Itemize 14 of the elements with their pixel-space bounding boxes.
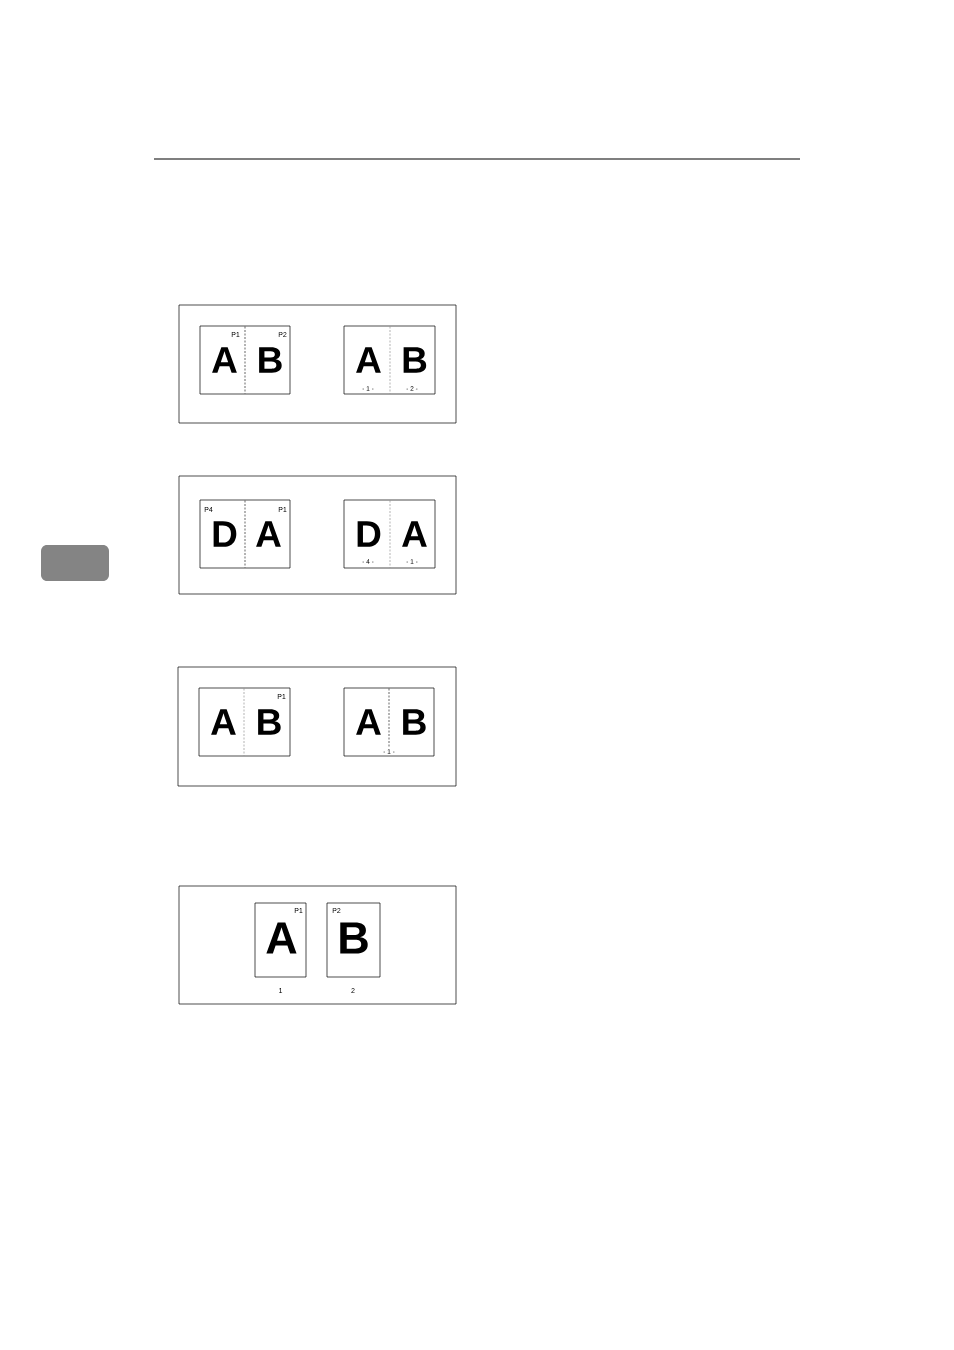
page-letter: A <box>256 521 281 547</box>
page-letter: A <box>402 521 427 547</box>
page-letter: B <box>403 709 426 735</box>
page-letter: D <box>357 521 381 547</box>
page-letter: A <box>211 709 236 735</box>
page-letter: B <box>340 922 368 954</box>
page-letter: A <box>356 709 381 735</box>
page-letter: B <box>259 347 282 373</box>
page-letter: A <box>212 347 237 373</box>
page-letter: B <box>403 347 427 373</box>
page-letter: A <box>356 347 381 373</box>
page-letter: B <box>258 709 281 735</box>
page-letter: A <box>266 922 297 954</box>
page-letter: D <box>213 521 237 547</box>
